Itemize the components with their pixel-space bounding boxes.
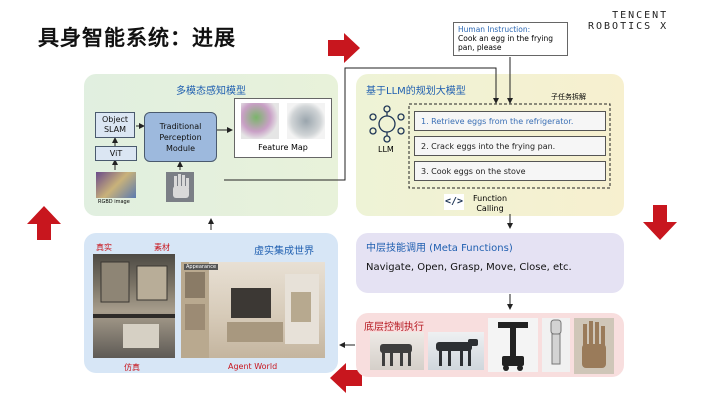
red-arrow-down (643, 205, 677, 240)
object-slam-box: Object SLAM (95, 112, 135, 138)
meta-functions-panel (356, 233, 624, 293)
feature-map-image-1 (241, 103, 279, 139)
tencent-robotics-logo: TENCENT ROBOTICS X (588, 10, 668, 32)
appearance-tag: Appearance (184, 264, 219, 270)
traditional-perception-box: Traditional Perception Module (144, 112, 217, 162)
subtask-dashed-box (408, 103, 611, 189)
real-label: 真实 (96, 243, 112, 252)
code-icon: </> (444, 194, 464, 210)
slide-title: 具身智能系统：进展 (38, 25, 236, 50)
wheeled-robot-image (488, 318, 538, 372)
real-sim-image (93, 254, 175, 358)
meta-title: 中层技能调用 (Meta Functions) (366, 243, 513, 254)
humanoid-arm-image (542, 318, 570, 372)
planning-title: 基于LLM的规划大模型 (366, 86, 466, 97)
instruction-text: Cook an egg in the frying pan, please (458, 34, 554, 52)
sim-label: 仿真 (124, 363, 140, 372)
line-perc-to-plan (224, 67, 499, 181)
sim-title: 虚实集成世界 (254, 246, 314, 257)
feature-map-image-2 (287, 103, 325, 139)
rgbd-image (96, 172, 136, 198)
llm-label: LLM (378, 145, 394, 154)
meta-functions-list: Navigate, Open, Grasp, Move, Close, etc. (366, 262, 572, 273)
quadruped-robot-image-1 (370, 332, 424, 370)
human-instruction-box: Human Instruction: Cook an egg in the fr… (453, 22, 568, 56)
red-arrow-up (27, 206, 61, 240)
task-1: 1. Retrieve eggs from the refrigerator. (414, 111, 606, 131)
robot-hand-image (574, 318, 614, 374)
red-arrow-left (330, 363, 362, 393)
rgbd-label: RGBD image (98, 199, 130, 205)
feature-map-label: Feature Map (258, 143, 308, 152)
instruction-label: Human Instruction: (458, 25, 531, 34)
function-calling-label: Function Calling (472, 194, 508, 213)
perception-title: 多模态感知模型 (176, 86, 246, 97)
agent-world-label: Agent World (228, 362, 278, 371)
agent-world-image: Appearance (181, 262, 325, 358)
task-3: 3. Cook eggs on the stove (414, 161, 606, 181)
red-arrow-right (328, 33, 360, 63)
execution-title: 底层控制执行 (364, 322, 424, 333)
logo-line2: ROBOTICS X (588, 21, 669, 32)
vit-box: ViT (95, 146, 137, 161)
task-2: 2. Crack eggs into the frying pan. (414, 136, 606, 156)
subtask-label: 子任务拆解 (551, 93, 586, 101)
material-label: 素材 (154, 243, 170, 252)
quadruped-robot-image-2 (428, 332, 484, 370)
tactile-hand-image (166, 172, 194, 202)
feature-map-box: Feature Map (234, 98, 332, 158)
logo-line1: TENCENT (612, 10, 669, 21)
